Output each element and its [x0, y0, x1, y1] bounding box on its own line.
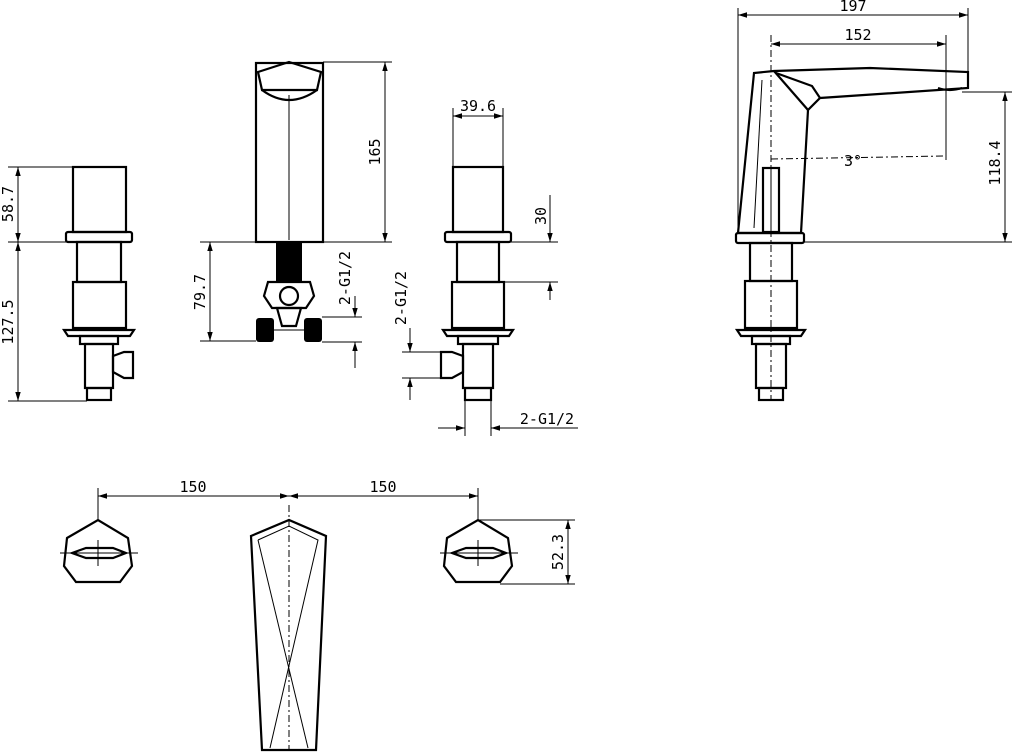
- dim-spout-front-below: 79.7: [191, 274, 209, 310]
- spout-side-view: 197 152 3° 118.4: [734, 0, 1012, 402]
- dim-spout-side-reach: 152: [844, 26, 871, 44]
- dim-spout-side-height: 118.4: [986, 140, 1004, 185]
- handle-side-view: 58.7 127.5: [0, 165, 137, 402]
- dim-side-handle-top: 58.7: [0, 186, 17, 222]
- dim-spout-front-height: 165: [366, 138, 384, 165]
- dim-handle-thread-vertical: 2-G1/2: [392, 271, 410, 325]
- dim-handle-front-width: 39.6: [460, 97, 496, 115]
- dim-side-handle-total: 127.5: [0, 299, 17, 344]
- dim-handle-thread-horizontal: 2-G1/2: [520, 410, 574, 428]
- dim-spout-thread: 2-G1/2: [336, 251, 354, 305]
- plan-view: 150 150 52.3: [60, 478, 575, 752]
- dim-spout-side-angle: 3°: [844, 152, 862, 170]
- dim-plan-spacing-right: 150: [369, 478, 396, 496]
- dim-plan-handle-depth: 52.3: [549, 534, 567, 570]
- dim-plan-spacing-left: 150: [179, 478, 206, 496]
- handle-front-view: 39.6 30 2-G1/2 2-G1/2: [392, 97, 578, 436]
- dim-spout-side-reach-total: 197: [839, 0, 866, 15]
- spout-front-view: 165 79.7 2-G1/2: [191, 60, 392, 368]
- dim-handle-front-height: 30: [532, 207, 550, 225]
